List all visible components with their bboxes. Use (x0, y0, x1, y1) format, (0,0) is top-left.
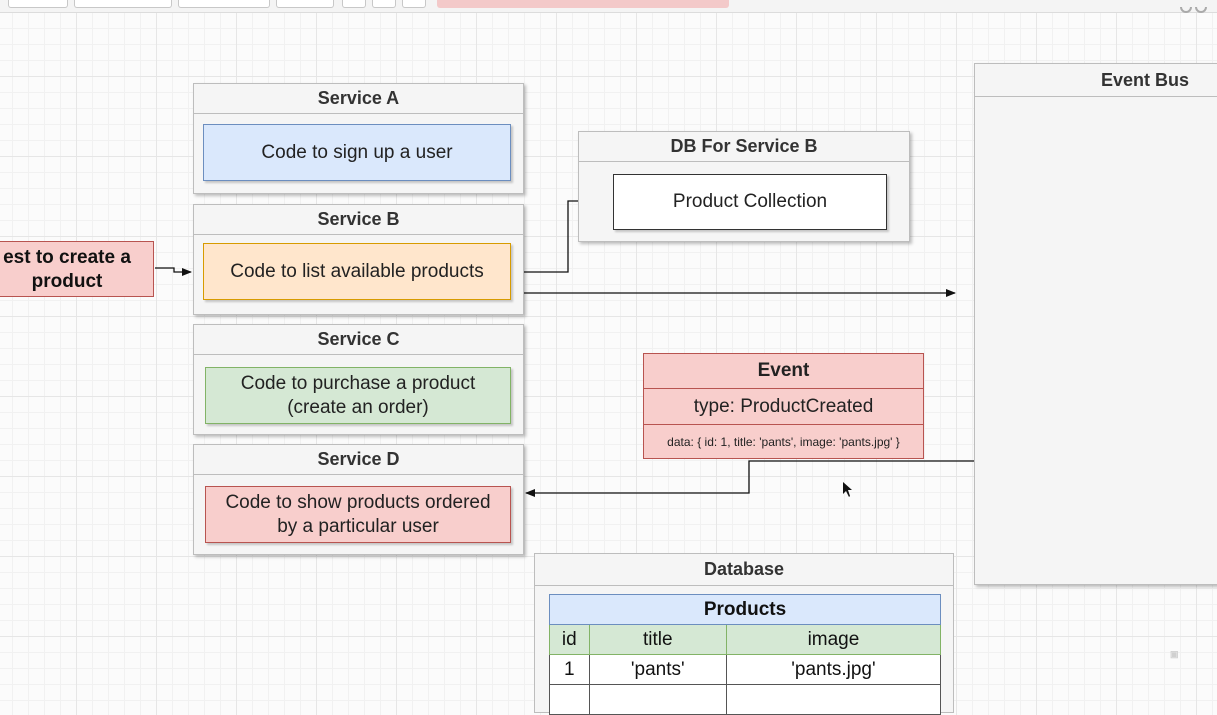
service-b-code[interactable]: Code to list available products (203, 243, 511, 300)
service-b-container[interactable]: Service B Code to list available product… (193, 204, 524, 315)
toolbar-right-icons[interactable] (1177, 0, 1213, 13)
toolbar-button[interactable] (8, 0, 68, 8)
service-a-title: Service A (194, 84, 523, 114)
service-d-code-line-2: by a particular user (277, 515, 439, 537)
service-c-code[interactable]: Code to purchase a product (create an or… (205, 367, 511, 424)
service-b-code-text: Code to list available products (230, 260, 484, 282)
toolbar-button[interactable] (402, 0, 426, 8)
column-header-image: image (725, 624, 942, 655)
service-d-code-line-1: Code to show products ordered (225, 491, 491, 513)
service-a-code[interactable]: Code to sign up a user (203, 124, 511, 181)
event-data: data: { id: 1, title: 'pants', image: 'p… (667, 435, 900, 449)
mouse-cursor (843, 482, 852, 497)
event-card[interactable]: Event type: ProductCreated data: { id: 1… (643, 353, 924, 459)
database-title: Database (535, 554, 953, 586)
toolbar-button[interactable] (276, 0, 334, 8)
service-c-title: Service C (194, 325, 523, 355)
toolbar-button[interactable] (74, 0, 172, 8)
db-service-b-container[interactable]: DB For Service B Product Collection (578, 131, 910, 242)
event-type: type: ProductCreated (644, 389, 923, 425)
request-line-2: product (31, 271, 103, 292)
service-b-title: Service B (194, 205, 523, 235)
cell-id: 1 (549, 654, 590, 685)
toolbar-button[interactable] (372, 0, 396, 8)
db-service-b-title: DB For Service B (579, 132, 909, 162)
table-row-empty (549, 684, 942, 715)
product-collection-text: Product Collection (672, 191, 828, 212)
toolbar-button[interactable] (342, 0, 366, 8)
service-b-to-db-line (524, 200, 578, 273)
editor-toolbar (0, 0, 1217, 13)
request-line-1: est to create a (3, 247, 131, 268)
column-header-title: title (588, 624, 727, 655)
table-row: 1 'pants' 'pants.jpg' (549, 654, 942, 685)
service-c-code-line-1: Code to purchase a product (240, 372, 476, 394)
product-collection[interactable]: Product Collection (613, 174, 887, 230)
event-bus-container[interactable]: Event Bus (974, 63, 1217, 585)
service-d-container[interactable]: Service D Code to show products ordered … (193, 444, 524, 555)
cell-image: 'pants.jpg' (725, 654, 942, 685)
products-table-title: Products (549, 594, 941, 625)
service-d-code[interactable]: Code to show products ordered by a parti… (205, 486, 511, 543)
toolbar-search[interactable] (437, 0, 729, 8)
service-a-container[interactable]: Service A Code to sign up a user (193, 83, 524, 194)
event-bus-to-service-d-arrow (525, 460, 974, 497)
request-to-service-b-arrow (155, 267, 192, 276)
cell-title: 'pants' (588, 654, 727, 685)
service-c-code-line-2: (create an order) (287, 396, 429, 418)
service-a-code-text: Code to sign up a user (261, 141, 453, 163)
event-title: Event (644, 354, 923, 389)
database-container[interactable]: Database Products id title image 1 'pant… (534, 553, 954, 715)
service-d-title: Service D (194, 445, 523, 475)
products-table: Products id title image 1 'pants' 'pants… (549, 594, 942, 715)
service-c-container[interactable]: Service C Code to purchase a product (cr… (193, 324, 524, 435)
watermark-logo: ▣ (1170, 649, 1179, 659)
event-bus-title: Event Bus (975, 64, 1217, 97)
toolbar-button[interactable] (178, 0, 270, 8)
request-box[interactable]: est to create a product (0, 241, 154, 297)
column-header-id: id (549, 624, 590, 655)
